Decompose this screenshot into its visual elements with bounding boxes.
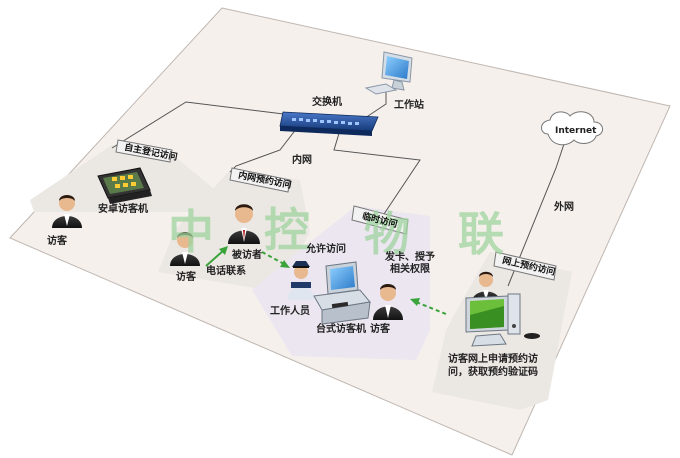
- visitor-person-3-icon: [373, 284, 403, 320]
- desktop-kiosk-label: 台式访客机: [316, 324, 366, 335]
- interviewee-person-icon: [228, 204, 260, 244]
- phone-contact-arrow: [205, 246, 228, 267]
- tag-bg-temp-visit: [351, 205, 409, 235]
- zone-online-booking: [432, 252, 572, 410]
- watermark-char-2: 控: [264, 203, 310, 257]
- workstation-label: 工作站: [394, 100, 424, 111]
- phone-contact-label: 电话联系: [206, 266, 246, 277]
- tag-bg-intranet-booking: [229, 167, 291, 193]
- visitor-person-1-icon: [52, 195, 82, 228]
- tag-bg-self-register: [115, 139, 173, 163]
- workstation-icon: [364, 51, 413, 95]
- extranet-label: 外网: [554, 202, 574, 213]
- staff-guard-person-icon: [288, 261, 314, 300]
- tag-bg-online-booking: [493, 251, 557, 281]
- switch-icon: [279, 111, 379, 136]
- switch-label: 交换机: [312, 97, 342, 108]
- internet-label: Internet: [555, 126, 597, 136]
- watermark-char-3: 物: [364, 207, 410, 261]
- visitor-label-3: 访客: [370, 324, 390, 335]
- internet-cloud-icon: [541, 111, 603, 146]
- issue-card-label-line2: 相关权限: [390, 264, 430, 275]
- interviewee-label: 被访者: [232, 250, 262, 261]
- online-apply-label-line1: 访客网上申请预约访: [448, 354, 538, 365]
- desktop-kiosk-icon: [313, 261, 371, 325]
- allow-visit-label: 允许访问: [306, 244, 346, 255]
- watermark-char-4: 联: [458, 207, 504, 261]
- online-apply-label-line2: 问，获取预约验证码: [448, 367, 538, 378]
- visitor-label-1: 访客: [47, 236, 67, 247]
- visitor-person-2-icon: [170, 232, 200, 266]
- online-visit-arrow: [410, 298, 447, 315]
- android-kiosk-icon: [97, 167, 152, 204]
- staff-label: 工作人员: [270, 306, 310, 317]
- issue-card-label-line1: 发卡、授予: [385, 252, 435, 263]
- intranet-label: 内网: [292, 155, 312, 166]
- android-kiosk-label: 安卓访客机: [98, 204, 148, 215]
- visitor-label-2: 访客: [176, 272, 196, 283]
- watermark-char-1: 中: [168, 205, 214, 259]
- allow-visit-arrow: [261, 251, 290, 268]
- online-pc-icon: [465, 293, 540, 347]
